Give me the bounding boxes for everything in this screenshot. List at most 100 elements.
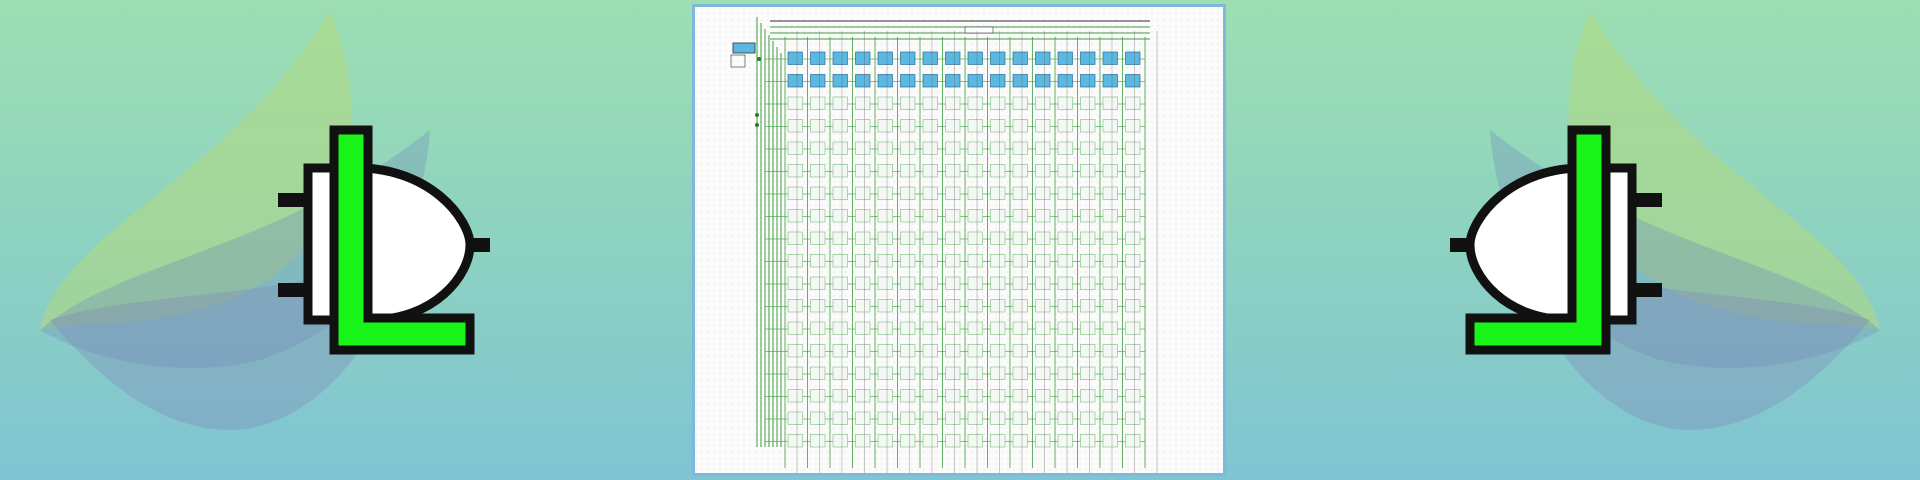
- memory-cell: [967, 51, 983, 65]
- memory-cell: [1125, 321, 1141, 335]
- controller-block: [732, 42, 756, 54]
- memory-cell: [1035, 96, 1051, 110]
- memory-cell: [922, 411, 938, 425]
- memory-cell: [787, 164, 803, 178]
- memory-cell: [1035, 209, 1051, 223]
- memory-cell: [1035, 389, 1051, 403]
- memory-cell: [1035, 366, 1051, 380]
- memory-cell: [1080, 389, 1096, 403]
- memory-cell: [1035, 344, 1051, 358]
- memory-cell: [877, 51, 893, 65]
- memory-cell: [945, 321, 961, 335]
- memory-cell: [855, 164, 871, 178]
- memory-cell: [900, 209, 916, 223]
- memory-cell: [877, 434, 893, 448]
- memory-cell: [1012, 231, 1028, 245]
- memory-cell: [787, 51, 803, 65]
- memory-cell: [900, 231, 916, 245]
- memory-cell: [1080, 366, 1096, 380]
- memory-cell: [922, 366, 938, 380]
- memory-cell: [810, 254, 826, 268]
- memory-cell: [810, 74, 826, 88]
- memory-cell: [922, 344, 938, 358]
- memory-cell: [922, 186, 938, 200]
- memory-cell: [810, 434, 826, 448]
- memory-cell: [1125, 366, 1141, 380]
- memory-cell: [900, 321, 916, 335]
- memory-cell: [810, 119, 826, 133]
- logic-and-gate-icon: [278, 125, 490, 355]
- memory-cell: [1102, 389, 1118, 403]
- memory-cell: [990, 74, 1006, 88]
- memory-cell: [922, 164, 938, 178]
- memory-cell: [1035, 321, 1051, 335]
- memory-cell: [877, 74, 893, 88]
- memory-cell: [787, 186, 803, 200]
- memory-cell: [1035, 434, 1051, 448]
- memory-cell: [900, 164, 916, 178]
- memory-cell: [877, 164, 893, 178]
- memory-cell: [832, 141, 848, 155]
- memory-cell: [1102, 119, 1118, 133]
- memory-cell: [945, 96, 961, 110]
- memory-cell: [1080, 411, 1096, 425]
- memory-cell: [1057, 119, 1073, 133]
- memory-cell: [900, 389, 916, 403]
- memory-cell: [1012, 209, 1028, 223]
- memory-cell: [810, 321, 826, 335]
- memory-cell: [1057, 411, 1073, 425]
- memory-cell: [922, 299, 938, 313]
- memory-cell: [967, 389, 983, 403]
- memory-cell: [1080, 74, 1096, 88]
- memory-cell: [787, 321, 803, 335]
- memory-cell: [1102, 96, 1118, 110]
- memory-cell: [1080, 51, 1096, 65]
- memory-cell: [1035, 231, 1051, 245]
- memory-cell: [945, 411, 961, 425]
- memory-cell: [1012, 186, 1028, 200]
- memory-cell: [945, 389, 961, 403]
- memory-cell: [832, 51, 848, 65]
- memory-cell: [1057, 366, 1073, 380]
- logic-and-gate-icon-mirrored: [1450, 125, 1662, 355]
- memory-cell: [1012, 344, 1028, 358]
- memory-cell: [1035, 276, 1051, 290]
- memory-cell: [1080, 299, 1096, 313]
- memory-cell: [810, 276, 826, 290]
- memory-cell: [855, 366, 871, 380]
- memory-cell: [1012, 164, 1028, 178]
- memory-cell: [990, 276, 1006, 290]
- memory-cell: [877, 254, 893, 268]
- memory-cell: [967, 321, 983, 335]
- memory-cell: [810, 96, 826, 110]
- memory-cell: [832, 119, 848, 133]
- memory-cell: [1012, 389, 1028, 403]
- memory-cell: [1012, 299, 1028, 313]
- memory-cell: [922, 96, 938, 110]
- memory-cell: [900, 344, 916, 358]
- memory-cell: [1080, 96, 1096, 110]
- memory-cell: [990, 434, 1006, 448]
- memory-cell: [900, 96, 916, 110]
- memory-cell: [787, 231, 803, 245]
- memory-cell: [990, 366, 1006, 380]
- memory-cell: [900, 411, 916, 425]
- memory-cell: [990, 141, 1006, 155]
- memory-cell: [1125, 119, 1141, 133]
- memory-cell: [1080, 141, 1096, 155]
- memory-cell: [967, 119, 983, 133]
- memory-cell: [922, 276, 938, 290]
- circuit-schematic-canvas: [692, 4, 1226, 476]
- memory-cell: [967, 276, 983, 290]
- memory-cell: [877, 231, 893, 245]
- memory-cell: [787, 96, 803, 110]
- memory-cell: [810, 411, 826, 425]
- memory-cell: [1125, 164, 1141, 178]
- memory-cell: [787, 141, 803, 155]
- memory-cell: [1125, 276, 1141, 290]
- memory-cell: [1125, 74, 1141, 88]
- memory-cell: [900, 366, 916, 380]
- memory-cell: [1080, 186, 1096, 200]
- memory-cell: [1102, 344, 1118, 358]
- memory-cell: [810, 366, 826, 380]
